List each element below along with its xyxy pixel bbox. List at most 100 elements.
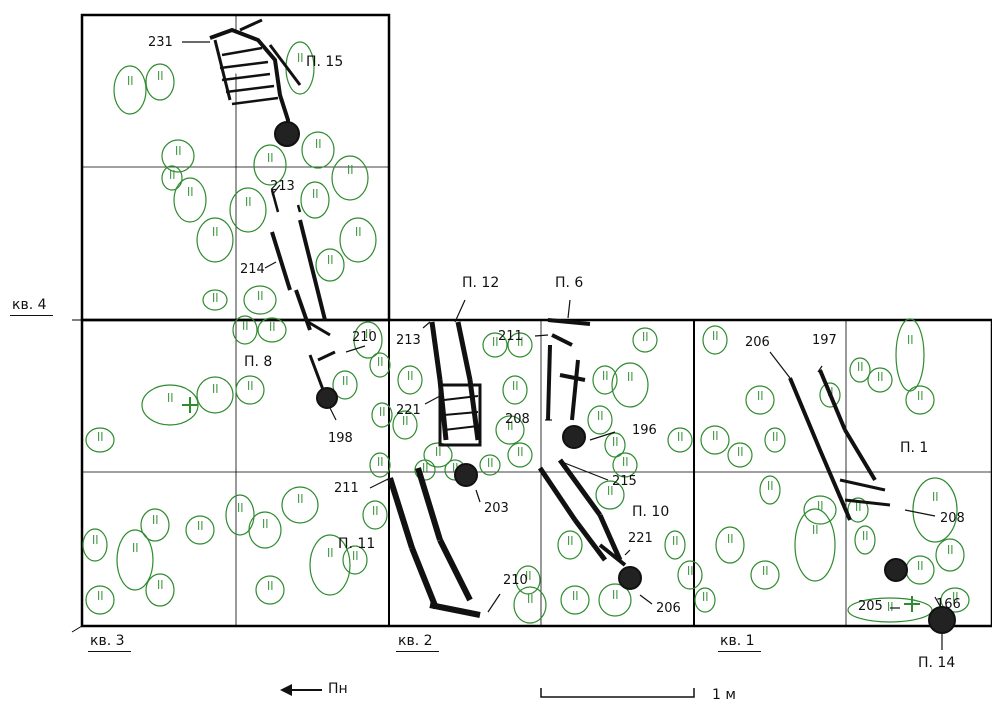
pit-mark-icon: || (327, 255, 334, 265)
square-label-4: кв. 4 (10, 297, 52, 316)
pit-outline-icon (557, 530, 583, 560)
pit-outline-icon (161, 139, 195, 173)
pit-mark-icon: || (947, 545, 954, 555)
pit-mark-icon: || (342, 376, 349, 386)
pit-outline-icon (423, 442, 453, 468)
pit-mark-icon: || (487, 458, 494, 468)
pit-outline-icon (145, 573, 175, 607)
pit-mark-icon: || (92, 535, 99, 545)
pit-outline-icon (331, 155, 369, 201)
pit-mark-icon: || (907, 335, 914, 345)
burial-label: П. 14 (918, 655, 956, 671)
pit-mark-icon: || (372, 506, 379, 516)
depth-mark: 214 (240, 262, 265, 277)
pit-outline-icon (397, 365, 423, 395)
pit-outline-icon (727, 442, 753, 468)
pit-mark-icon: || (157, 580, 164, 590)
pit-outline-icon (895, 318, 925, 392)
skeleton-icon (209, 18, 302, 147)
pit-outline-icon (369, 452, 391, 478)
depth-mark: 206 (745, 335, 770, 350)
pit-mark-icon: || (315, 139, 322, 149)
pit-outline-icon (255, 575, 285, 605)
pit-outline-icon (85, 585, 115, 615)
pit-outline-icon (513, 586, 547, 624)
pit-mark-icon: || (152, 515, 159, 525)
pit-mark-icon: || (237, 503, 244, 513)
pit-mark-icon: || (187, 187, 194, 197)
depth-mark: 213 (396, 333, 421, 348)
burial-label: П. 6 (555, 275, 584, 291)
pit-mark-icon: || (297, 53, 304, 63)
pit-mark-icon: || (857, 362, 864, 372)
pit-outline-icon (612, 452, 638, 478)
pit-outline-icon (700, 425, 730, 455)
pit-mark-icon: || (817, 501, 824, 511)
pit-mark-icon: || (762, 566, 769, 576)
pit-mark-icon: || (855, 502, 862, 512)
pit-mark-icon: || (612, 590, 619, 600)
pit-mark-icon: || (377, 457, 384, 467)
pit-mark-icon: || (727, 534, 734, 544)
pit-outline-icon (905, 385, 935, 415)
pit-mark-icon: || (355, 227, 362, 237)
pit-mark-icon: || (642, 332, 649, 342)
scale-bar-icon (540, 688, 695, 698)
pit-outline-icon (560, 585, 590, 615)
pit-mark-icon: || (932, 492, 939, 502)
pit-mark-icon: || (672, 536, 679, 546)
pit-outline-icon (702, 325, 728, 355)
pit-outline-icon (677, 560, 703, 590)
pit-outline-icon (371, 402, 393, 428)
pit-mark-icon: || (602, 371, 609, 381)
skeleton-icon (387, 467, 481, 618)
square-label-3: кв. 3 (88, 633, 130, 652)
pit-outline-icon (185, 515, 215, 545)
pit-outline-icon (849, 357, 871, 383)
pit-outline-icon (232, 315, 258, 345)
pit-mark-icon: || (262, 519, 269, 529)
pit-mark-icon: || (435, 447, 442, 457)
pit-outline-icon (604, 432, 626, 458)
depth-mark: 206 (656, 601, 681, 616)
pit-mark-icon: || (127, 76, 134, 86)
pit-mark-icon: || (379, 407, 386, 417)
pit-mark-icon: || (297, 494, 304, 504)
pit-mark-icon: || (612, 437, 619, 447)
pit-outline-icon (794, 508, 836, 582)
pit-mark-icon: || (247, 381, 254, 391)
burial-label: П. 12 (462, 275, 500, 291)
pit-mark-icon: || (212, 384, 219, 394)
pit-outline-icon (253, 144, 287, 186)
square-label-2: кв. 2 (396, 633, 438, 652)
depth-mark: 221 (628, 531, 653, 546)
pit-outline-icon (935, 538, 965, 572)
pit-outline-icon (611, 362, 649, 408)
pit-outline-icon (225, 494, 255, 536)
pit-mark-icon: || (952, 592, 959, 602)
pit-mark-icon: || (862, 531, 869, 541)
pit-mark-icon: || (267, 153, 274, 163)
pit-mark-icon: || (812, 525, 819, 535)
pit-mark-icon: || (917, 391, 924, 401)
depth-mark: 197 (812, 333, 837, 348)
depth-mark: 210 (503, 573, 528, 588)
skeleton-icon (429, 321, 482, 487)
pit-mark-icon: || (97, 432, 104, 442)
pit-mark-icon: || (527, 594, 534, 604)
north-label: Пн (328, 681, 348, 697)
skeleton-icon (270, 189, 338, 409)
pit-outline-icon (515, 565, 541, 595)
pit-outlines: || || || || || || || || || || || || || || || || || || || ||… (82, 41, 970, 624)
depth-mark: 231 (148, 35, 173, 50)
pit-mark-icon: || (702, 592, 709, 602)
pit-mark-icon: || (132, 543, 139, 553)
pit-mark-icon: || (327, 548, 334, 558)
pit-outline-icon (145, 63, 175, 101)
pit-outline-icon (715, 526, 745, 564)
pit-mark-icon: || (917, 561, 924, 571)
depth-mark: 210 (352, 330, 377, 345)
pit-outline-icon (243, 285, 277, 315)
pit-mark-icon: || (212, 293, 219, 303)
